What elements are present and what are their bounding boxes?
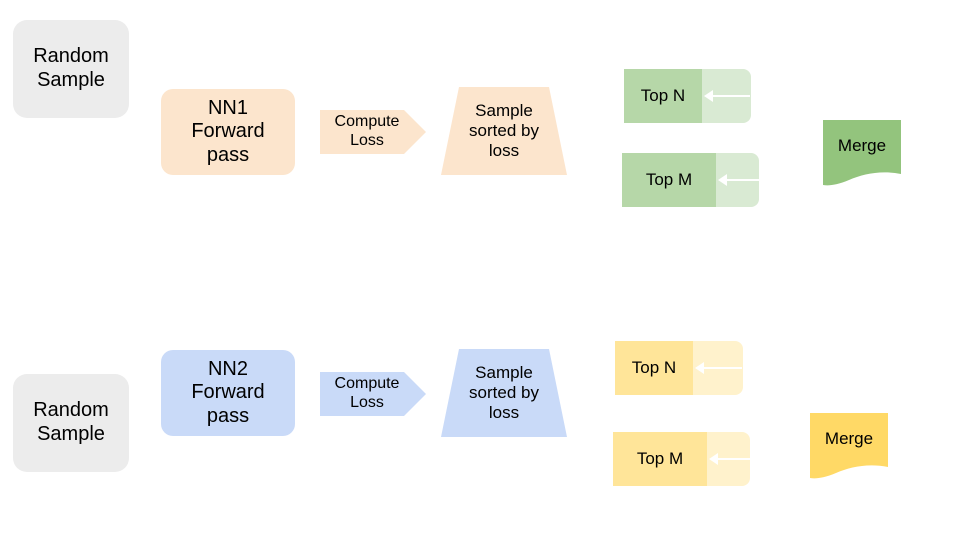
top-m-box-2: Top M: [613, 432, 750, 486]
top-m-arrow-line-2: [715, 458, 750, 460]
compute-loss-label-2: Compute Loss: [334, 375, 400, 411]
sorted-sample-trapezoid-1: Sample sorted by loss: [441, 87, 567, 175]
top-n-box-2: Top N: [615, 341, 743, 395]
merge-document-1: Merge: [823, 120, 901, 186]
top-n-box-1: Top N: [624, 69, 751, 123]
top-m-arrowhead-2: [709, 453, 718, 465]
top-n-label-2: Top N: [631, 358, 677, 377]
top-n-label-1: Top N: [640, 86, 686, 105]
merge-document-shape-2: [810, 413, 888, 479]
merge-label-1: Merge: [837, 135, 887, 155]
nn2-forward-pass-box: NN2 Forward pass: [161, 350, 295, 436]
random-sample-box-2: Random Sample: [13, 374, 129, 472]
merge-label-2: Merge: [824, 428, 874, 448]
sorted-sample-label-2: Sample sorted by loss: [469, 362, 539, 423]
sorted-sample-label-1: Sample sorted by loss: [469, 100, 539, 161]
sorted-sample-trapezoid-shape-2: [441, 349, 567, 437]
top-m-label-2: Top M: [636, 449, 684, 468]
top-m-box-1: Top M: [622, 153, 759, 207]
top-n-arrow-line-1: [710, 95, 750, 97]
top-m-arrowhead-1: [718, 174, 727, 186]
random-sample-label-2: Random Sample: [33, 399, 109, 445]
nn1-forward-pass-label: NN1 Forward pass: [191, 96, 265, 166]
top-m-arrow-line-1: [724, 179, 759, 181]
top-m-label-1: Top M: [645, 170, 693, 189]
sorted-sample-trapezoid-2: Sample sorted by loss: [441, 349, 567, 437]
top-m-main-1: Top M: [622, 153, 716, 207]
compute-loss-arrow-shape-1: [320, 110, 426, 154]
top-n-main-1: Top N: [624, 69, 702, 123]
nn1-forward-pass-box: NN1 Forward pass: [161, 89, 295, 175]
top-n-arrowhead-2: [695, 362, 704, 374]
merge-document-shape-1: [823, 120, 901, 186]
random-sample-box-1: Random Sample: [13, 20, 129, 118]
compute-loss-arrow-2: Compute Loss: [320, 372, 426, 416]
top-n-main-2: Top N: [615, 341, 693, 395]
compute-loss-arrow-1: Compute Loss: [320, 110, 426, 154]
compute-loss-arrow-shape-2: [320, 372, 426, 416]
compute-loss-label-1: Compute Loss: [334, 113, 400, 149]
merge-document-2: Merge: [810, 413, 888, 479]
top-m-main-2: Top M: [613, 432, 707, 486]
sorted-sample-trapezoid-shape-1: [441, 87, 567, 175]
random-sample-label-1: Random Sample: [33, 45, 109, 91]
top-n-arrowhead-1: [704, 90, 713, 102]
top-n-arrow-line-2: [701, 367, 742, 369]
nn2-forward-pass-label: NN2 Forward pass: [191, 357, 265, 427]
